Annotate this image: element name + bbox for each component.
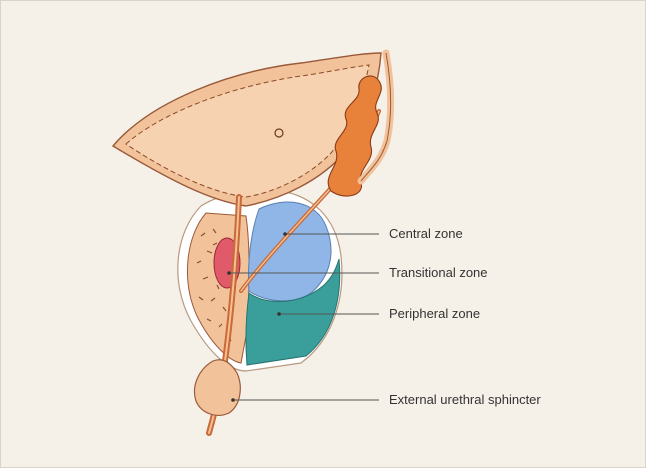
label-central-zone: Central zone (389, 226, 463, 241)
label-transitional-zone: Transitional zone (389, 265, 488, 280)
label-external-urethral-sphincter: External urethral sphincter (389, 392, 541, 407)
central-zone-region (248, 202, 331, 301)
external-urethral-sphincter-shape (195, 360, 241, 416)
label-peripheral-zone: Peripheral zone (389, 306, 480, 321)
